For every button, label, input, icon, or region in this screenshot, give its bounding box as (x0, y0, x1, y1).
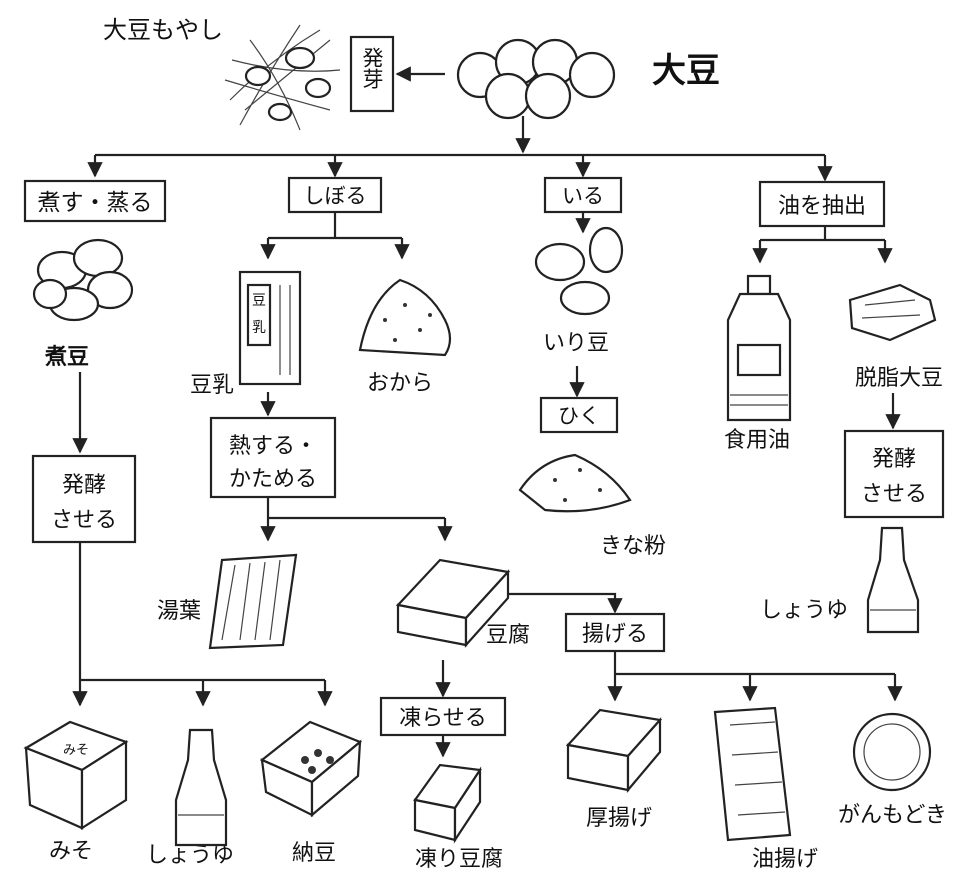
oil-bottle-illustration (728, 276, 790, 420)
node-daizu: 大豆 (652, 51, 720, 91)
carton-text-1: 豆 (252, 293, 266, 309)
node-ageru: 揚げる (566, 614, 664, 651)
miso-pack-text: みそ (63, 743, 89, 758)
label-iri-mame: いり豆 (543, 331, 609, 356)
label-shiboru: しぼる (304, 184, 367, 208)
miso-container-illustration: みそ (26, 722, 126, 828)
label-hakko-left-2: させる (51, 508, 117, 533)
edge-tofu-ageru (508, 594, 615, 612)
node-shiboru: しぼる (289, 178, 381, 212)
label-kanetsu-1: 熱する・ (229, 434, 317, 459)
carton-text-2: 乳 (252, 320, 266, 336)
label-hakko-right-2: させる (861, 482, 927, 507)
ganmodoki-illustration (854, 714, 930, 790)
node-nimasu: 煮す・蒸る (25, 181, 165, 221)
label-hakko-right-1: 発酵 (872, 447, 916, 472)
soy-sauce-bottle-bottom (176, 730, 226, 845)
sprouts-illustration (225, 25, 340, 130)
node-hiku: ひく (541, 398, 617, 432)
label-kinako: きな粉 (600, 534, 666, 559)
label-miso: みそ (49, 839, 93, 864)
roasted-beans-illustration (536, 228, 622, 314)
node-iru: いる (545, 178, 621, 212)
label-kanetsu-2: かためる (229, 467, 317, 492)
node-daizu-moyashi: 大豆もやし (103, 16, 223, 44)
label-shokuyo-yu: 食用油 (724, 428, 790, 453)
atsuage-illustration (568, 710, 660, 790)
label-ganmodoki: がんもどき (838, 803, 947, 828)
node-koraseru: 凍らせる (381, 698, 505, 735)
soy-milk-carton-illustration: 豆 乳 (240, 272, 300, 384)
label-daizu: 大豆 (652, 51, 720, 91)
natto-container-illustration (262, 722, 360, 815)
label-hakko-left-1: 発酵 (62, 473, 106, 498)
label-shoyu-bottom: しょうゆ (146, 843, 234, 868)
node-hakko-left: 発酵 させる (33, 456, 135, 542)
kori-tofu-illustration (415, 765, 480, 840)
label-daizu-moyashi: 大豆もやし (103, 16, 223, 44)
soy-sauce-bottle-right (868, 528, 918, 632)
label-hiku: ひく (558, 404, 600, 428)
label-aburaage: 油揚げ (752, 847, 818, 872)
label-atsuage: 厚揚げ (586, 806, 652, 831)
aburaage-illustration (715, 708, 790, 840)
label-kori-tofu: 凍り豆腐 (415, 847, 503, 872)
soybeans-illustration (458, 40, 614, 118)
node-abura-chushutsu: 油を抽出 (760, 182, 884, 226)
label-nimasu: 煮す・蒸る (38, 190, 153, 216)
defatted-soybean-illustration (850, 285, 935, 340)
label-nimame: 煮豆 (44, 344, 89, 370)
label-yuba: 湯葉 (157, 599, 201, 624)
yuba-illustration (210, 555, 296, 648)
label-abura-chushutsu: 油を抽出 (778, 194, 866, 219)
label-okara: おから (367, 371, 433, 396)
label-tofu: 豆腐 (486, 623, 530, 648)
boiled-beans-illustration (34, 240, 132, 320)
okara-illustration (360, 280, 450, 355)
label-shoyu-right: しょうゆ (760, 598, 848, 623)
kinako-illustration (520, 455, 630, 511)
label-koraseru: 凍らせる (399, 706, 487, 731)
label-iru: いる (562, 184, 604, 208)
label-dashi-daizu: 脱脂大豆 (855, 366, 943, 391)
label-hatsuga: 発芽 (360, 47, 384, 89)
node-hatsuga: 発芽 (351, 37, 393, 111)
label-natto: 納豆 (292, 841, 336, 866)
label-tonyu: 豆乳 (190, 373, 234, 398)
node-kanetsu: 熱する・ かためる (211, 418, 335, 497)
label-ageru: 揚げる (582, 622, 648, 647)
node-hakko-right: 発酵 させる (845, 431, 943, 517)
